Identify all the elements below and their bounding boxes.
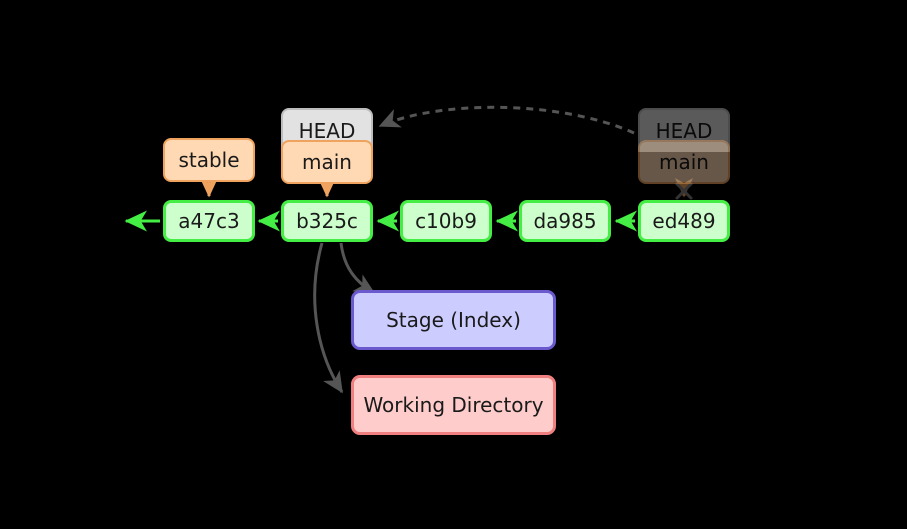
stage-index-box[interactable]: Stage (Index) <box>351 290 556 350</box>
ref-head-previous-label: HEAD <box>655 119 713 143</box>
cross-out-icon <box>675 182 693 200</box>
commit-node-ed489[interactable]: ed489 <box>638 200 730 242</box>
commit-label: c10b9 <box>415 209 477 233</box>
reset-workdir-edge <box>313 242 344 394</box>
ref-head-previous: HEAD <box>638 108 730 152</box>
ref-stable[interactable]: stable <box>163 138 255 182</box>
commit-label: ed489 <box>652 209 716 233</box>
ref-pointer-edges <box>200 178 693 200</box>
working-directory-box[interactable]: Working Directory <box>351 375 556 435</box>
commit-node-c10b9[interactable]: c10b9 <box>400 200 492 242</box>
ref-head-current-label: HEAD <box>298 119 356 143</box>
stage-index-label: Stage (Index) <box>386 308 521 332</box>
ref-main-current-label: main <box>302 150 352 174</box>
commit-node-a47c3[interactable]: a47c3 <box>163 200 255 242</box>
commit-label: da985 <box>533 209 597 233</box>
head-move-edge <box>378 105 635 135</box>
ref-stable-label: stable <box>178 148 240 172</box>
ref-main-previous: main <box>638 140 730 184</box>
reset-stage-edge <box>339 242 376 295</box>
commit-label: a47c3 <box>178 209 240 233</box>
working-directory-label: Working Directory <box>363 393 544 417</box>
ref-main-current[interactable]: main <box>281 140 373 184</box>
commit-node-da985[interactable]: da985 <box>519 200 611 242</box>
ref-main-previous-label: main <box>659 150 709 174</box>
commit-label: b325c <box>296 209 358 233</box>
commit-node-b325c[interactable]: b325c <box>281 200 373 242</box>
